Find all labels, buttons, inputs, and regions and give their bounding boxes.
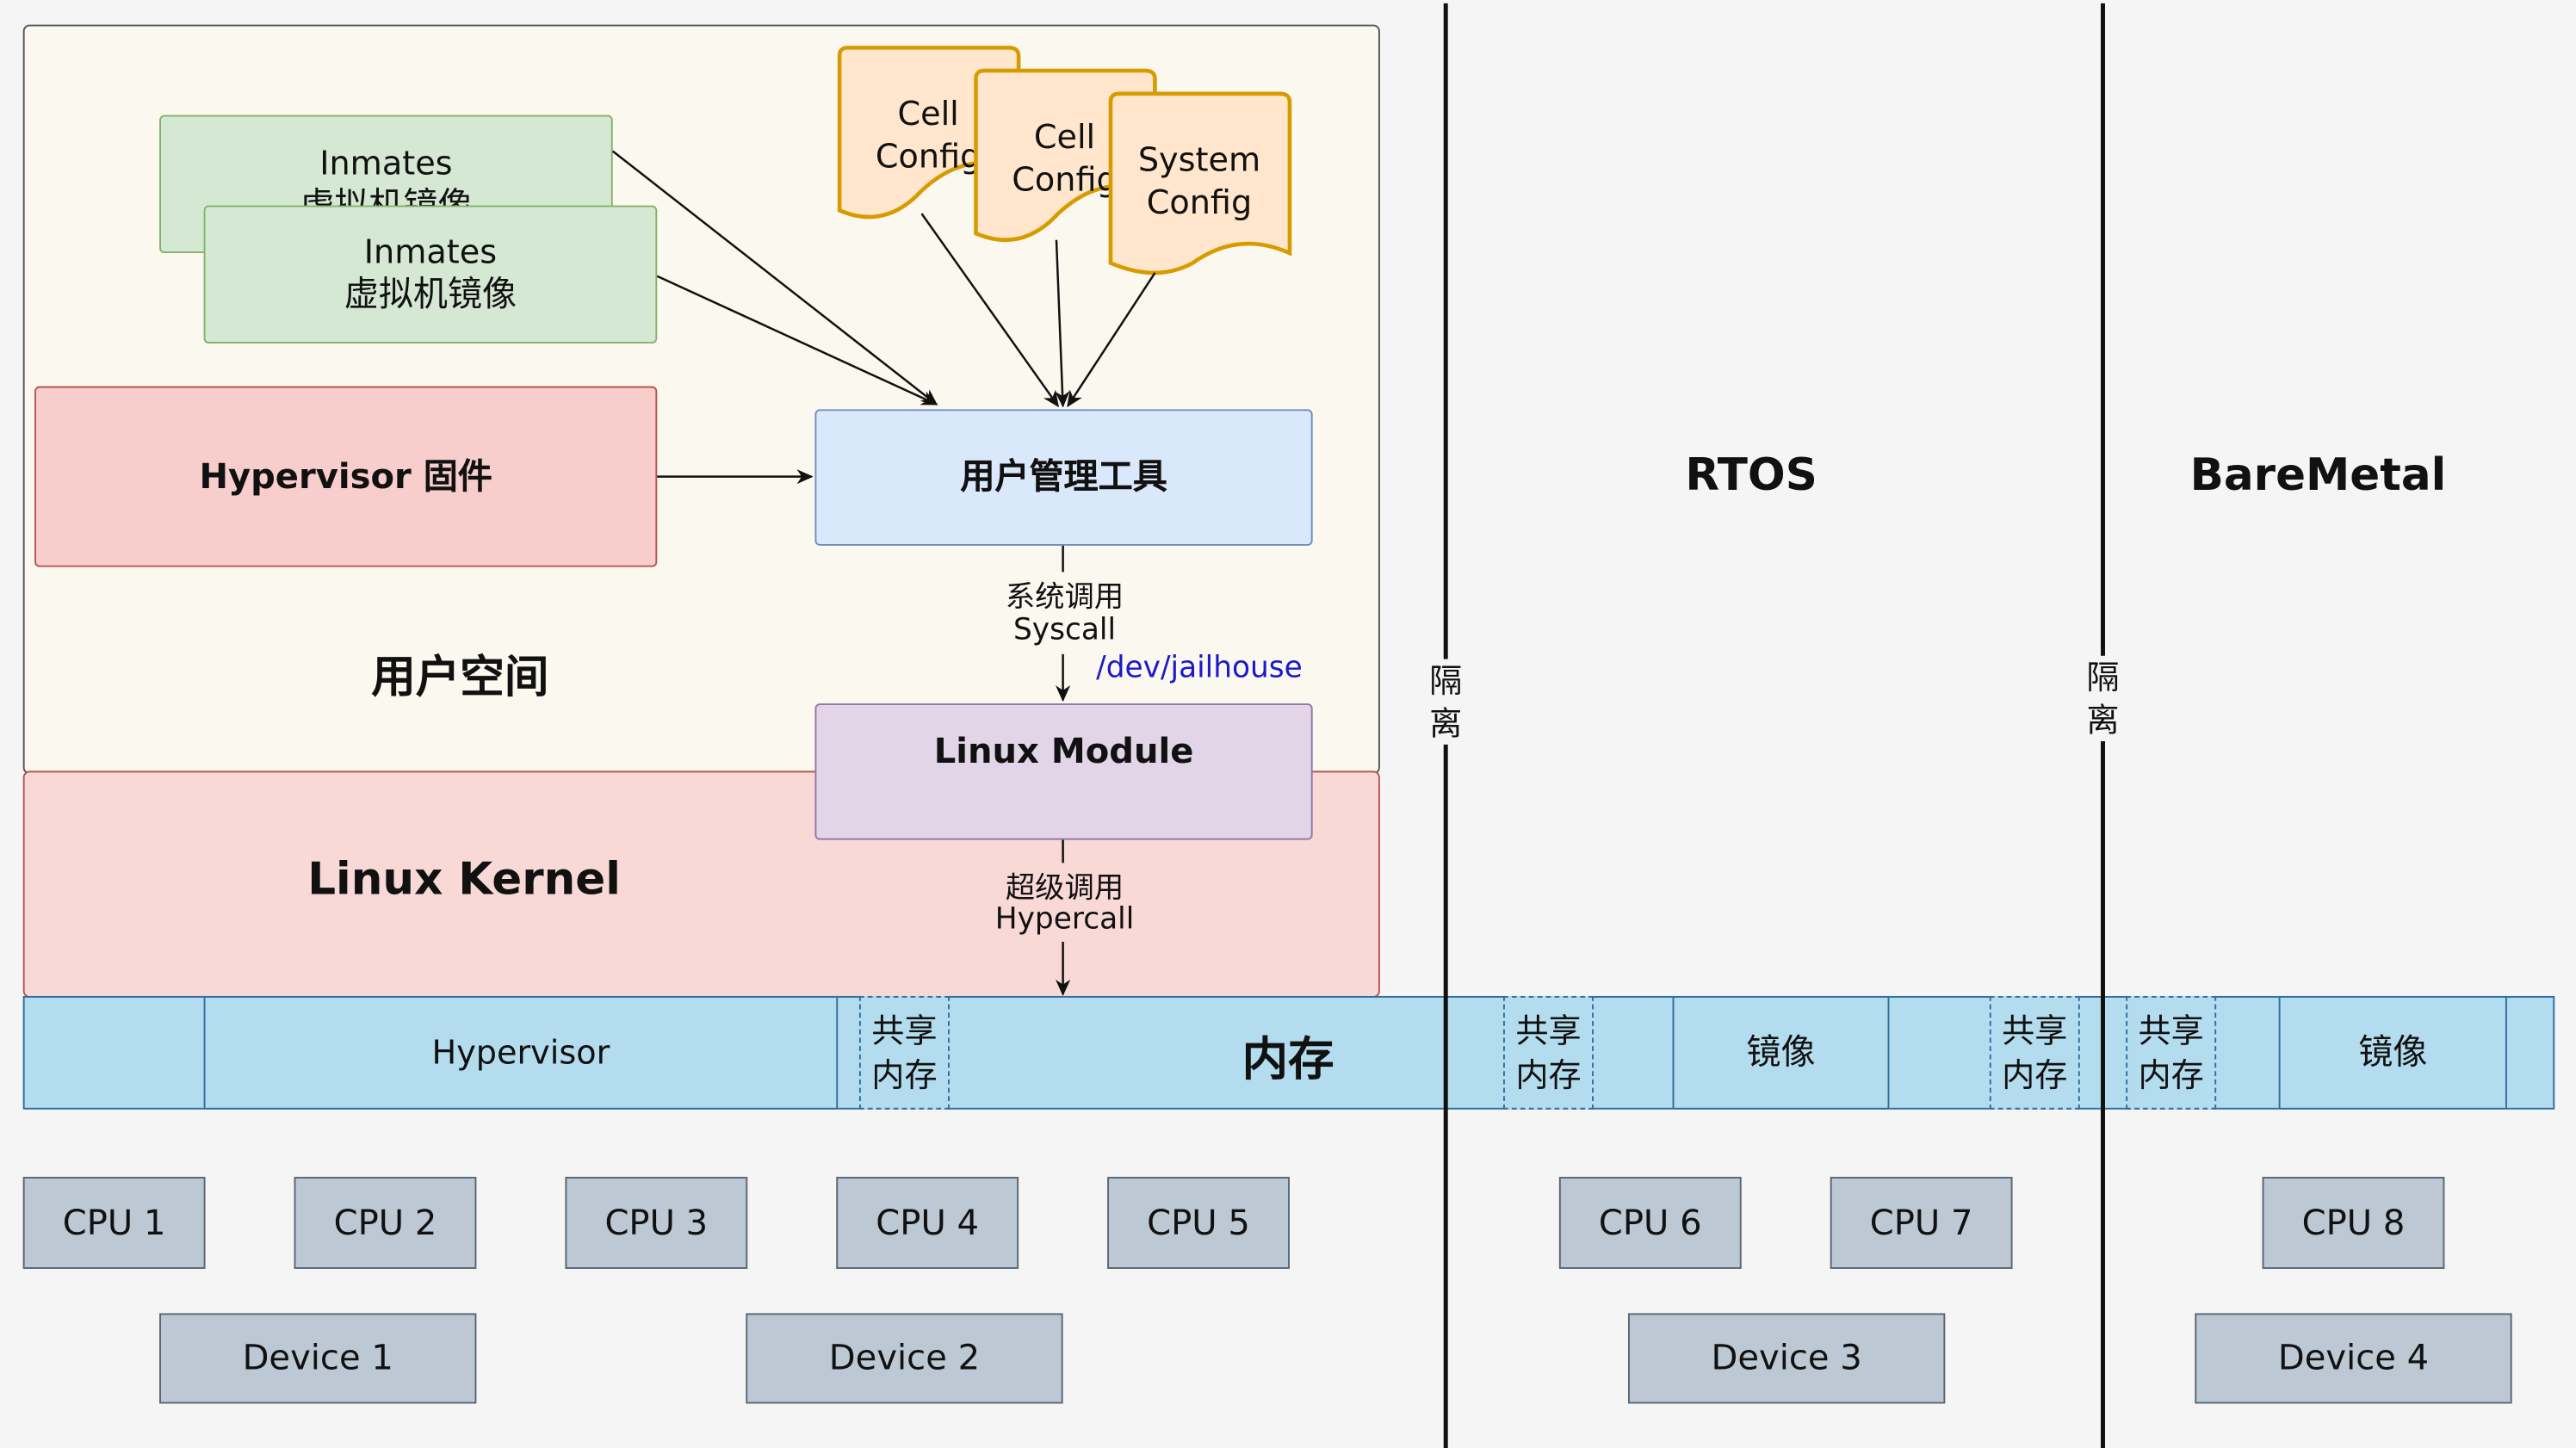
device-label: Device 3 <box>1711 1338 1862 1378</box>
cpu-label: CPU 3 <box>604 1203 709 1243</box>
syscall-label-en: Syscall <box>1012 613 1117 648</box>
image-label: 镜像 <box>2358 1032 2428 1073</box>
isolation-label: 隔 离 <box>1426 659 1466 745</box>
hypervisor-firmware-label: Hypervisor 固件 <box>199 456 492 497</box>
cpu-box: CPU 4 <box>836 1176 1019 1269</box>
cpu-box: CPU 5 <box>1107 1176 1290 1269</box>
user-management-tool-box: 用户管理工具 <box>814 409 1313 546</box>
rtos-image-segment: 镜像 <box>1672 995 1890 1110</box>
shared-memory-label: 共享 内存 <box>2002 1010 2068 1094</box>
inmates-subtitle: 虚拟机镜像 <box>344 275 517 315</box>
inmates-title: Inmates <box>319 143 453 183</box>
linux-kernel-label: Linux Kernel <box>307 854 621 906</box>
device-label: Device 4 <box>2277 1338 2430 1378</box>
cpu-box: CPU 8 <box>2262 1176 2445 1269</box>
user-space-label: 用户空间 <box>371 652 549 704</box>
system-config-label: System Config <box>1137 139 1261 222</box>
shared-memory-segment: 共享 内存 <box>1503 995 1594 1110</box>
shared-memory-label: 共享 内存 <box>871 1010 938 1094</box>
device-box: Device 4 <box>2195 1313 2512 1404</box>
linux-module-box: Linux Module <box>814 703 1313 840</box>
hypervisor-firmware-box: Hypervisor 固件 <box>34 386 658 567</box>
shared-memory-segment: 共享 内存 <box>1989 995 2080 1110</box>
baremetal-image-segment: 镜像 <box>2278 995 2507 1110</box>
baremetal-partition-label: BareMetal <box>2189 450 2447 502</box>
hypercall-label-en: Hypercall <box>994 902 1135 937</box>
device-label: Device 2 <box>828 1338 981 1378</box>
syscall-label-zh: 系统调用 <box>1005 579 1124 616</box>
inmates-image-front: Inmates 虚拟机镜像 <box>203 205 658 344</box>
cpu-label: CPU 2 <box>333 1203 437 1243</box>
memory-title: 内存 <box>1242 1031 1334 1086</box>
isolation-label: 隔 离 <box>2083 655 2123 742</box>
dev-jailhouse-path: /dev/jailhouse <box>1096 651 1303 686</box>
rtos-partition-label: RTOS <box>1685 450 1817 502</box>
cpu-label: CPU 7 <box>1869 1203 1973 1243</box>
cpu-box: CPU 2 <box>294 1176 477 1269</box>
cpu-label: CPU 5 <box>1147 1203 1250 1243</box>
cpu-label: CPU 8 <box>2301 1203 2406 1243</box>
inmates-title: Inmates <box>363 232 498 272</box>
hypercall-label-zh: 超级调用 <box>1005 870 1124 906</box>
device-box: Device 1 <box>159 1313 477 1404</box>
user-management-tool-label: 用户管理工具 <box>960 457 1167 498</box>
cell-config-label: Cell Config <box>1012 116 1118 200</box>
linux-module-label: Linux Module <box>933 731 1194 771</box>
shared-memory-segment: 共享 内存 <box>858 995 950 1110</box>
memory-hypervisor-label: Hypervisor <box>431 1031 610 1072</box>
shared-memory-segment: 共享 内存 <box>2126 995 2217 1110</box>
shared-memory-label: 共享 内存 <box>1515 1010 1582 1094</box>
image-label: 镜像 <box>1746 1032 1816 1073</box>
cpu-box: CPU 1 <box>22 1176 206 1269</box>
cpu-box: CPU 3 <box>565 1176 748 1269</box>
cpu-box: CPU 7 <box>1830 1176 2013 1269</box>
cpu-box: CPU 6 <box>1558 1176 1742 1269</box>
system-config-document: System Config <box>1107 91 1292 276</box>
device-box: Device 2 <box>746 1313 1063 1404</box>
device-label: Device 1 <box>242 1338 393 1378</box>
cpu-label: CPU 4 <box>876 1203 980 1243</box>
shared-memory-label: 共享 内存 <box>2138 1010 2204 1094</box>
memory-hypervisor-segment: Hypervisor <box>203 995 839 1110</box>
cpu-label: CPU 1 <box>62 1203 166 1243</box>
device-box: Device 3 <box>1628 1313 1946 1404</box>
cpu-label: CPU 6 <box>1598 1203 1702 1243</box>
